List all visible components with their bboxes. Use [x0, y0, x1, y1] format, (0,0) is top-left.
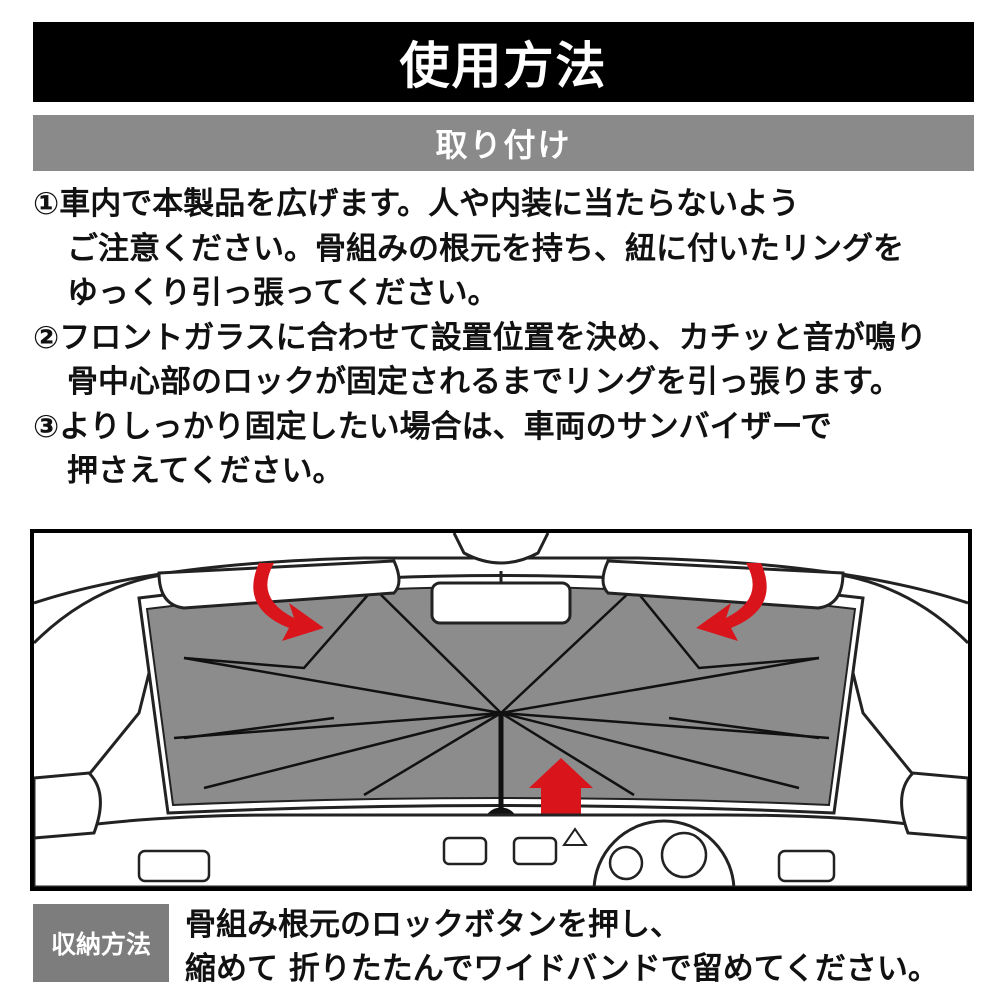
mirror-mount	[452, 533, 550, 565]
section-heading-installation: 取り付け	[33, 115, 974, 171]
step-3-line-2: 押さえてください。	[67, 453, 344, 489]
speedometer	[608, 845, 644, 881]
storage-instructions: 骨組み根元のロックボタンを押し、 縮めて 折りたたんでワイドバンドで留めてくださ…	[185, 903, 995, 991]
car-interior-diagram	[34, 533, 968, 887]
windshield-illustration	[30, 529, 972, 891]
right-visor-arrow-icon	[696, 563, 767, 641]
steering-wheel	[592, 819, 736, 887]
storage-line-2: 縮めて 折りたたんでワイドバンドで留めてください。	[185, 951, 939, 987]
right-sun-visor	[601, 559, 845, 610]
left-sun-visor	[157, 559, 401, 610]
right-air-vent	[777, 849, 836, 883]
page-title: 使用方法	[33, 22, 974, 102]
left-visor-arrow-icon	[253, 563, 324, 641]
center-air-vent-right	[512, 836, 558, 866]
rear-view-mirror	[430, 581, 572, 625]
step-2-line-1: ②フロントガラスに合わせて設置位置を決め、カチッと音が鳴り	[33, 319, 927, 356]
step-1-line-1: ①車内で本製品を広げます。人や内装に当たらないよう	[33, 186, 800, 222]
storage-line-1: 骨組み根元のロックボタンを押し、	[185, 907, 681, 943]
center-air-vent-left	[442, 836, 488, 866]
storage-method-badge: 収納方法	[33, 904, 169, 982]
step-1-line-2: ご注意ください。骨組みの根元を持ち、紐に付いたリングを	[67, 230, 904, 267]
step-3: ③よりしっかり固定したい場合は、車両のサンバイザーで 押さえてください。	[33, 405, 983, 494]
installation-steps: ①車内で本製品を広げます。人や内装に当たらないよう ご注意ください。骨組みの根元…	[33, 182, 983, 494]
step-2-line-2: 骨中心部のロックが固定されるまでリングを引っ張ります。	[67, 364, 901, 400]
right-side-mirror	[900, 771, 968, 840]
step-2: ②フロントガラスに合わせて設置位置を決め、カチッと音が鳴り 骨中心部のロックが固…	[33, 316, 983, 405]
left-air-vent	[137, 849, 211, 883]
step-1: ①車内で本製品を広げます。人や内装に当たらないよう ご注意ください。骨組みの根元…	[33, 182, 983, 316]
step-1-line-3: ゆっくり引っ張ってください。	[67, 275, 499, 311]
left-side-mirror	[34, 771, 102, 840]
sunshade-ribs	[173, 587, 830, 797]
hazard-button-icon	[562, 827, 588, 846]
step-3-line-1: ③よりしっかり固定したい場合は、車両のサンバイザーで	[33, 408, 832, 445]
tachometer	[660, 831, 708, 879]
